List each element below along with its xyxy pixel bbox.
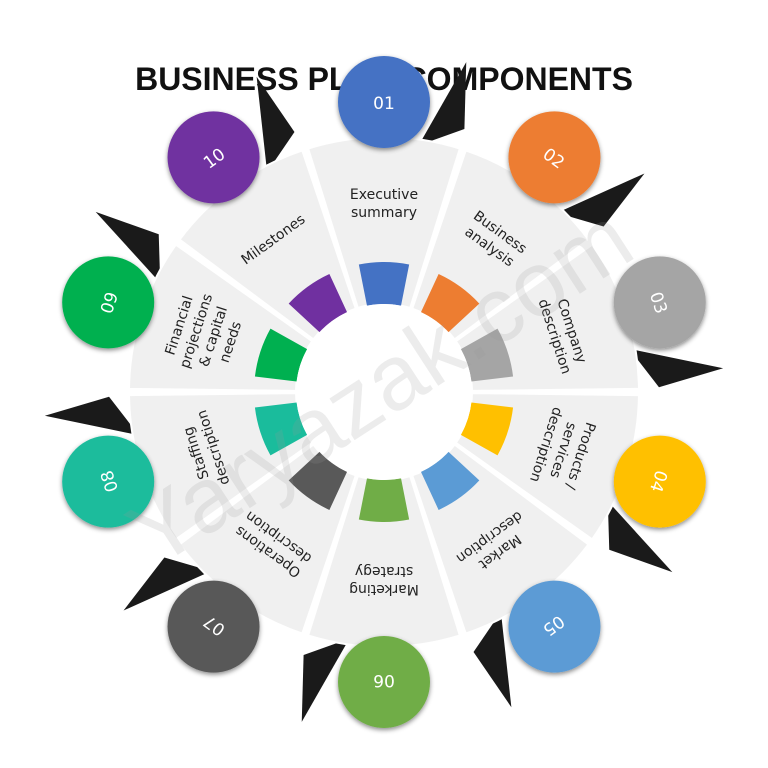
segment-color-wedge [460, 402, 514, 456]
segment-tab [167, 580, 260, 673]
tab-shadow [256, 76, 295, 173]
tab-shadow [607, 501, 673, 573]
segment-tab [62, 435, 155, 528]
segment-tab [613, 256, 706, 349]
tab-shadow [123, 557, 212, 611]
segment-number: 06 [373, 670, 395, 690]
center-hub [296, 304, 472, 480]
segment-label-line: Marketing [349, 581, 419, 597]
segment-label-line: summary [351, 205, 417, 221]
segment-tab [613, 435, 706, 528]
tab-shadow [556, 173, 645, 227]
segment-label: Marketing strategy [349, 563, 419, 597]
tab-shadow [418, 62, 467, 146]
segment-label: Executive summary [350, 187, 418, 221]
segment-tab [338, 636, 430, 728]
segment-tab [508, 111, 601, 204]
segment-color-wedge [420, 451, 480, 510]
tab-shadow [301, 638, 350, 722]
tab-shadow [44, 396, 139, 436]
segment-color-wedge [420, 274, 480, 333]
segment-color-wedge [460, 328, 514, 382]
segment-tab [508, 580, 601, 673]
segment-color-wedge [288, 274, 348, 333]
segment-label: Financialprojections& capitalneeds [160, 286, 250, 381]
segment-color-wedge [254, 328, 308, 382]
segment-tab [62, 256, 155, 349]
segment-label-line: strategy [355, 563, 413, 579]
segment-color-wedge [358, 262, 410, 306]
segment-color-wedge [288, 451, 348, 510]
segment-tab [338, 56, 430, 148]
segment-label-line: Executive [350, 187, 418, 203]
segment-color-wedge [358, 478, 410, 522]
segment-tab [167, 111, 260, 204]
segment-number: 01 [373, 94, 395, 114]
tab-shadow [95, 211, 161, 283]
segment-color-wedge [254, 402, 308, 456]
tab-shadow [629, 348, 724, 388]
tab-shadow [473, 611, 512, 708]
